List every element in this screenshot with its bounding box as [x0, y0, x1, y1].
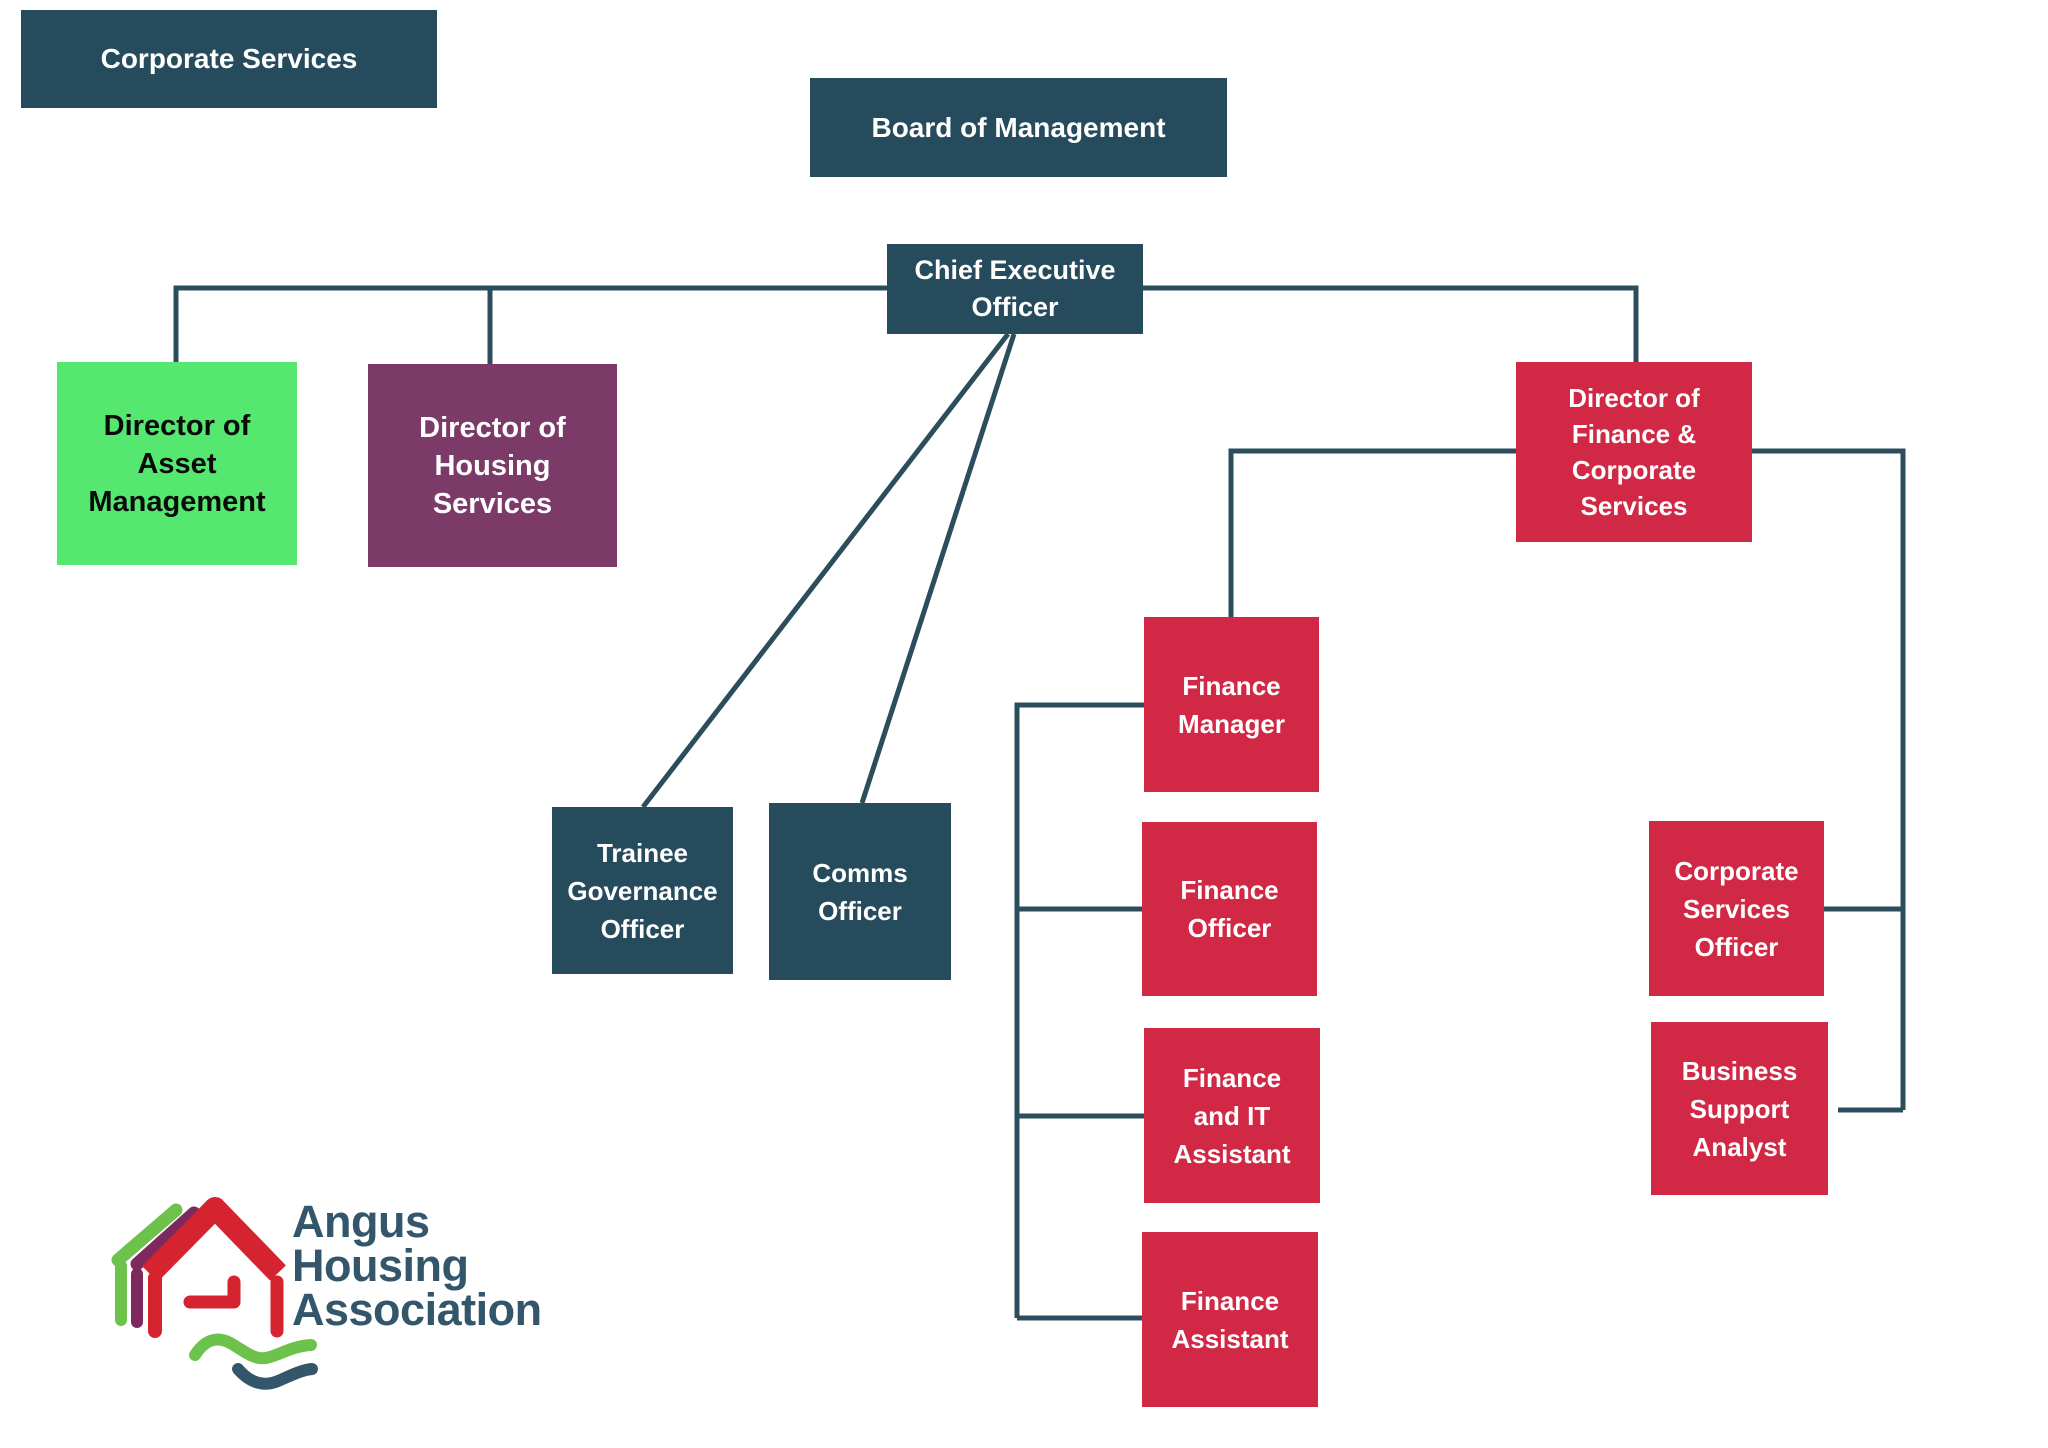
node-business-support-analyst: Business Support Analyst: [1651, 1022, 1828, 1195]
node-label: Director of Asset Management: [88, 409, 266, 518]
node-label: Corporate Services: [100, 43, 358, 74]
node-label: Corporate Services Officer: [1674, 855, 1799, 962]
node-director-finance-corporate-services: Director of Finance & Corporate Services: [1516, 362, 1752, 542]
connector-finance-manager-spine: [1014, 702, 1144, 1318]
connector-ceo-to-comms-officer: [859, 333, 1017, 804]
node-director-asset-management: Director of Asset Management: [57, 362, 297, 565]
connector-finance-director-to-finance-manager: [1228, 448, 1516, 617]
node-board-of-management: Board of Management: [810, 78, 1227, 177]
node-label: Board of Management: [871, 111, 1166, 143]
connector-ceo-to-trainee-governance: [641, 332, 1010, 809]
node-finance-assistant: Finance Assistant: [1142, 1232, 1318, 1407]
node-label: Comms Officer: [812, 857, 908, 926]
node-label: Director of Housing Services: [419, 411, 566, 520]
node-label: Director of Finance & Corporate Services: [1568, 383, 1700, 521]
node-trainee-governance-officer: Trainee Governance Officer: [552, 807, 733, 974]
node-comms-officer: Comms Officer: [769, 803, 951, 980]
node-chief-executive-officer: Chief Executive Officer: [887, 244, 1143, 334]
connector-ceo-to-finance-director: [1143, 285, 1639, 362]
connector-finance-director-right-spine: [1752, 448, 1906, 1110]
node-label: Trainee Governance Officer: [567, 837, 718, 944]
node-label: Finance Manager: [1178, 670, 1285, 739]
node-label: Business Support Analyst: [1681, 1055, 1798, 1162]
node-finance-manager: Finance Manager: [1144, 617, 1319, 792]
angus-housing-logo-text: Angus Housing Association: [292, 1196, 542, 1335]
node-label: Finance and IT Assistant: [1173, 1062, 1291, 1169]
node-finance-and-it-assistant: Finance and IT Assistant: [1144, 1028, 1320, 1203]
connector-ceo-to-left-directors: [173, 285, 887, 362]
node-label: Finance Assistant: [1171, 1285, 1289, 1354]
node-corporate-services-title: Corporate Services: [21, 10, 437, 108]
node-label: Finance Officer: [1180, 875, 1279, 943]
node-label: Chief Executive Officer: [914, 255, 1116, 322]
node-corporate-services-officer: Corporate Services Officer: [1649, 821, 1824, 996]
node-finance-officer: Finance Officer: [1142, 822, 1317, 996]
node-director-housing-services: Director of Housing Services: [368, 364, 617, 567]
angus-housing-logo-icon: [111, 1197, 318, 1390]
